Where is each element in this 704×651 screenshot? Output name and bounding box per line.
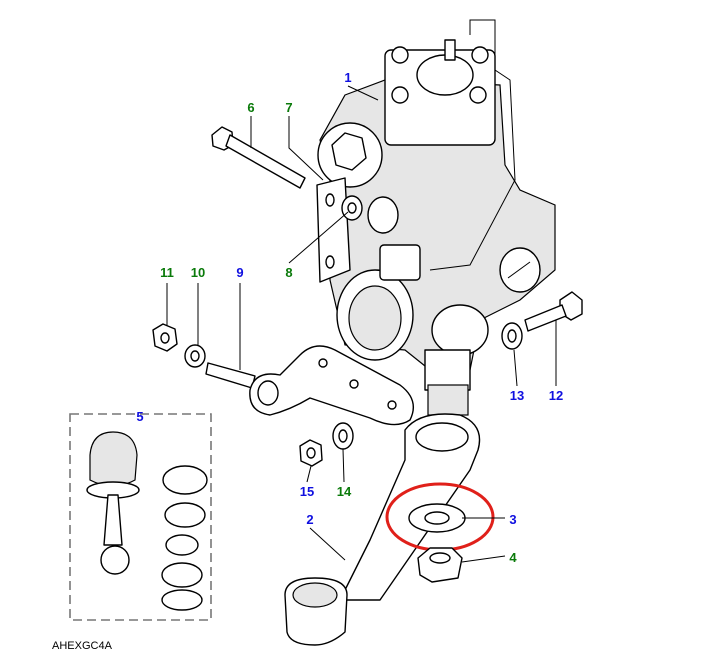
- callout-8: 8: [285, 265, 292, 280]
- leader-lines: [166, 85, 557, 563]
- bolt-part-6[interactable]: [211, 126, 306, 189]
- nut-part-11[interactable]: [152, 323, 178, 352]
- callout-6: 6: [247, 100, 254, 115]
- callout-9: 9: [236, 265, 243, 280]
- steering-box-part-1[interactable]: [317, 19, 556, 416]
- nut-part-4[interactable]: [417, 547, 463, 583]
- washer-part-10[interactable]: [184, 344, 206, 368]
- nut-part-15[interactable]: [299, 439, 323, 467]
- ball-joint-part-5[interactable]: [86, 431, 208, 611]
- callout-5: 5: [136, 409, 143, 424]
- callout-15: 15: [300, 484, 314, 499]
- callout-11: 11: [160, 265, 174, 280]
- callout-12: 12: [549, 388, 563, 403]
- callout-7: 7: [285, 100, 292, 115]
- bolt-part-12[interactable]: [524, 291, 583, 332]
- diagram-code: AHEXGC4A: [52, 640, 112, 651]
- callout-2: 2: [306, 512, 313, 527]
- washer-part-8[interactable]: [341, 195, 363, 221]
- washer-part-14[interactable]: [332, 422, 354, 450]
- plate-part-7[interactable]: [316, 177, 351, 283]
- callout-10: 10: [191, 265, 205, 280]
- callout-13: 13: [510, 388, 524, 403]
- callout-1: 1: [344, 70, 351, 85]
- callout-3: 3: [509, 512, 516, 527]
- callout-4: 4: [509, 550, 517, 565]
- ball-joint-kit-box: [69, 413, 212, 621]
- washer-part-3[interactable]: [408, 503, 466, 533]
- bolt-part-9[interactable]: [205, 362, 256, 389]
- washer-part-13[interactable]: [501, 322, 523, 350]
- callout-14: 14: [337, 484, 352, 499]
- drop-arm-bracket[interactable]: [249, 345, 414, 426]
- drop-arm-part-2[interactable]: [284, 413, 481, 646]
